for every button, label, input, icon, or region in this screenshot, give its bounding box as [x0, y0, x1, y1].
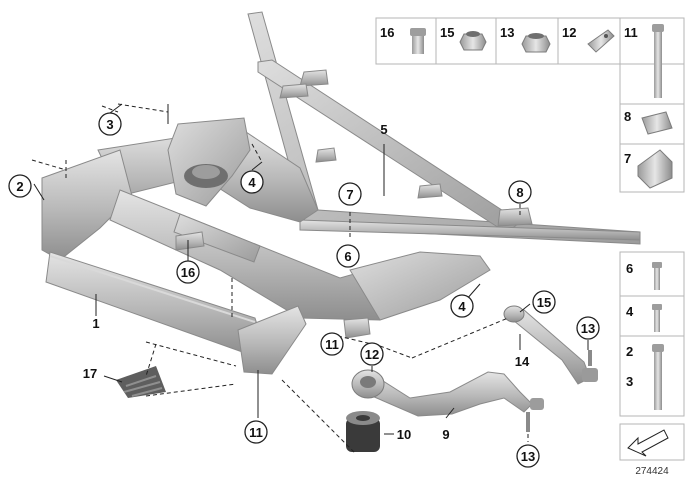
- callout-17: 17: [83, 366, 97, 381]
- callout-6: 6: [336, 244, 360, 268]
- svg-text:11: 11: [249, 425, 263, 440]
- svg-text:2: 2: [16, 179, 23, 194]
- svg-text:13: 13: [500, 25, 514, 40]
- bolt-cell-2-3: 2 3: [626, 344, 664, 410]
- svg-text:12: 12: [365, 347, 379, 362]
- svg-text:5: 5: [380, 122, 387, 137]
- callout-3: 3: [98, 112, 122, 136]
- svg-text:6: 6: [626, 261, 633, 276]
- svg-text:9: 9: [442, 427, 449, 442]
- rubber-mount-part: [346, 411, 380, 452]
- callout-10: 10: [397, 427, 411, 442]
- svg-text:15: 15: [537, 295, 551, 310]
- parts-table-top: 16 15 13 12 11: [375, 17, 685, 65]
- direction-arrow-icon: [619, 423, 685, 461]
- svg-text:4: 4: [458, 299, 466, 314]
- svg-text:3: 3: [626, 374, 633, 389]
- svg-text:16: 16: [380, 25, 394, 40]
- part-cell-8: 8: [624, 109, 673, 135]
- part-cell-12: 12: [562, 25, 615, 53]
- callout-15: 15: [532, 290, 556, 314]
- svg-text:3: 3: [106, 117, 113, 132]
- wishbone-part: [351, 369, 544, 432]
- part-cell-7: 7: [624, 149, 673, 189]
- axle-support-part: [41, 117, 491, 375]
- bolt-cell-4: 4: [626, 304, 662, 332]
- callout-11-upper: 11: [320, 332, 344, 356]
- svg-text:12: 12: [562, 25, 576, 40]
- callout-2: 2: [8, 174, 32, 198]
- part-cell-15: 15: [440, 25, 487, 51]
- callout-7: 7: [338, 182, 362, 206]
- callout-12: 12: [360, 342, 384, 366]
- svg-text:6: 6: [344, 249, 351, 264]
- svg-text:16: 16: [181, 265, 195, 280]
- strut-brace-part: [247, 11, 641, 245]
- svg-text:11: 11: [624, 25, 638, 40]
- svg-text:2: 2: [626, 344, 633, 359]
- callout-9: 9: [442, 427, 449, 442]
- svg-text:10: 10: [397, 427, 411, 442]
- svg-text:14: 14: [515, 354, 530, 369]
- bolts-table: 6 4 2 3: [619, 251, 685, 417]
- part-cell-13: 13: [500, 25, 551, 53]
- svg-text:13: 13: [521, 449, 535, 464]
- svg-text:1: 1: [92, 316, 99, 331]
- callout-4-lower: 4: [450, 294, 474, 318]
- tension-strut-part: [503, 305, 598, 385]
- callout-13-lower: 13: [516, 444, 540, 468]
- callout-16: 16: [176, 260, 200, 284]
- svg-text:11: 11: [325, 337, 339, 352]
- leader-lines: [31, 103, 589, 455]
- diagram-id: 274424: [635, 466, 669, 477]
- svg-text:17: 17: [83, 366, 97, 381]
- svg-text:7: 7: [346, 187, 353, 202]
- bolt-cell-6: 6: [626, 261, 662, 290]
- callout-4-upper: 4: [240, 170, 264, 194]
- svg-text:4: 4: [248, 175, 256, 190]
- svg-text:4: 4: [626, 304, 634, 319]
- part-cell-11: 11: [624, 25, 638, 40]
- svg-text:13: 13: [581, 321, 595, 336]
- callout-8: 8: [508, 180, 532, 204]
- svg-text:7: 7: [624, 151, 631, 166]
- parts-table-right: 8 7: [619, 24, 685, 193]
- part-cell-16: 16: [380, 25, 426, 54]
- svg-text:15: 15: [440, 25, 454, 40]
- protection-plate-part: [116, 366, 166, 398]
- callout-5: 5: [380, 122, 387, 137]
- callout-11-lower: 11: [244, 420, 268, 444]
- callout-1: 1: [92, 316, 99, 331]
- callout-14: 14: [515, 354, 530, 369]
- svg-text:8: 8: [516, 185, 523, 200]
- svg-text:8: 8: [624, 109, 631, 124]
- callout-13-upper: 13: [576, 316, 600, 340]
